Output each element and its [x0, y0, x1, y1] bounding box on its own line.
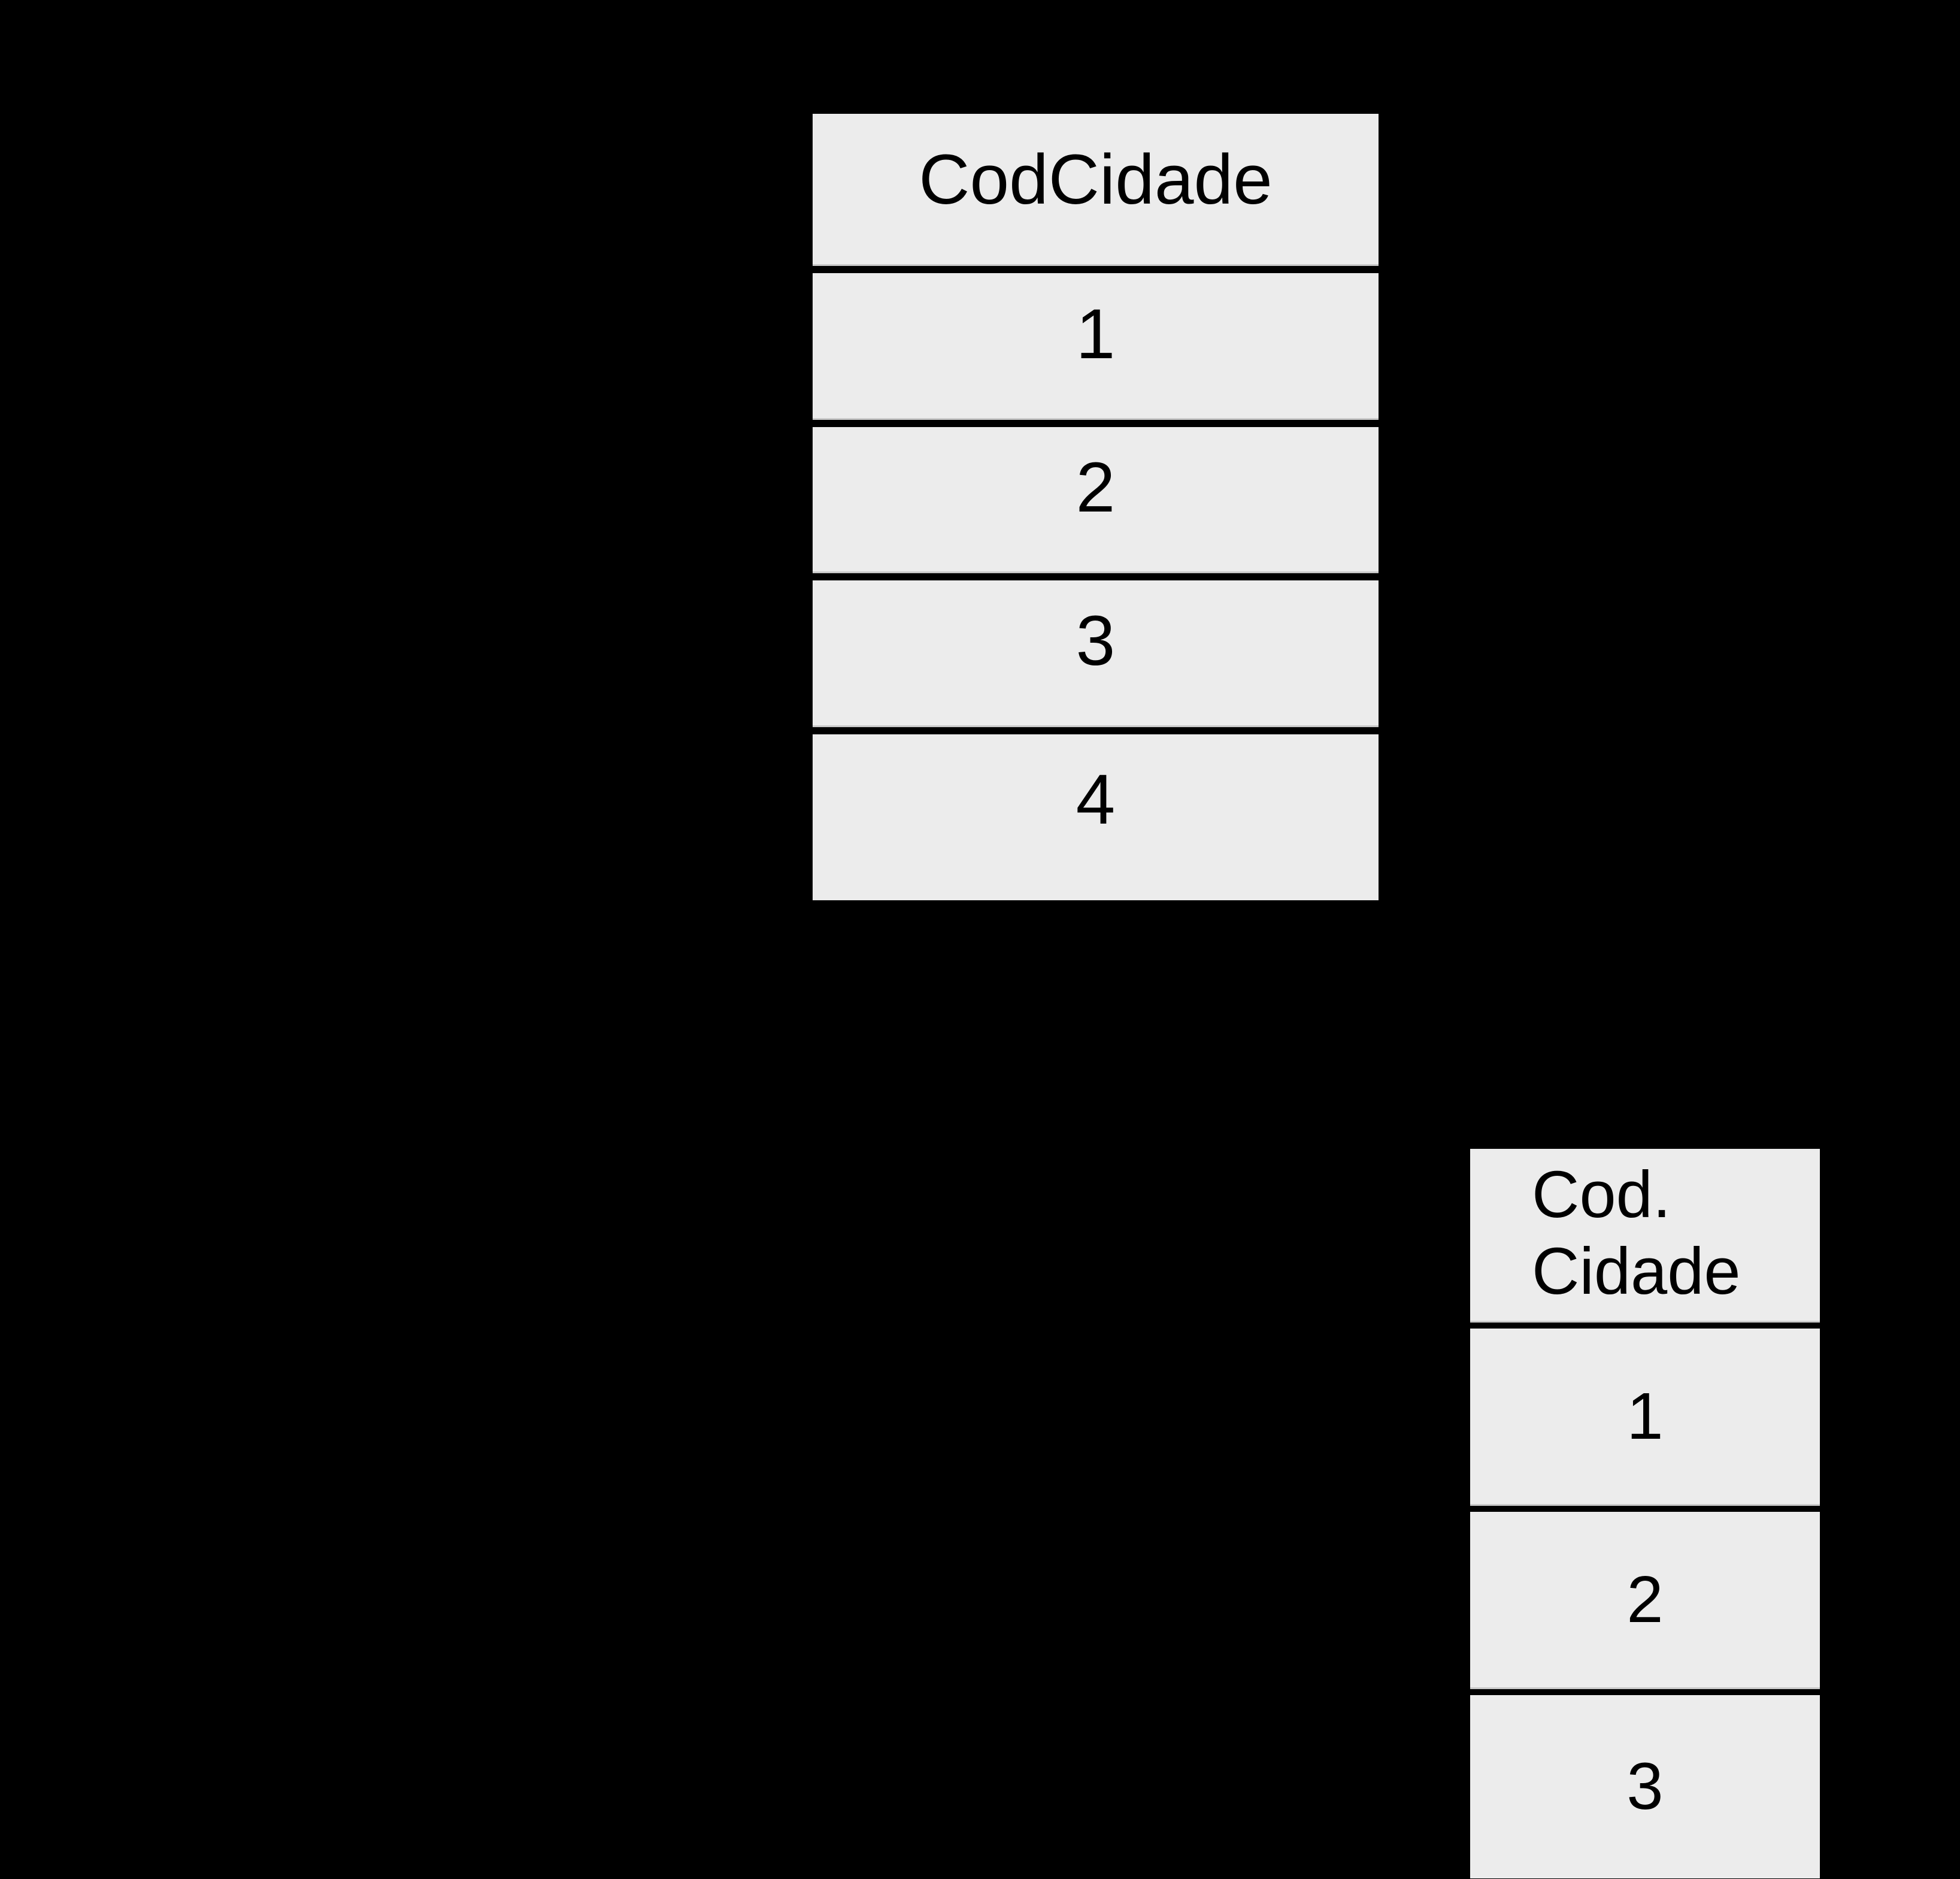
table-codcidade: CodCidade 1 2 3 4 [813, 114, 1379, 901]
table-row: 1 [813, 273, 1379, 420]
table-cod-cidade-header: Cod. Cidade [1470, 1149, 1820, 1323]
table-row: 3 [813, 580, 1379, 727]
table-row: 2 [1470, 1512, 1820, 1689]
table-codcidade-header: CodCidade [813, 114, 1379, 267]
table-row: 2 [813, 426, 1379, 574]
table-cod-cidade: Cod. Cidade 1 2 3 [1470, 1149, 1820, 1879]
table-row: 4 [813, 734, 1379, 901]
table-row: 1 [1470, 1329, 1820, 1506]
table-row: 3 [1470, 1695, 1820, 1878]
